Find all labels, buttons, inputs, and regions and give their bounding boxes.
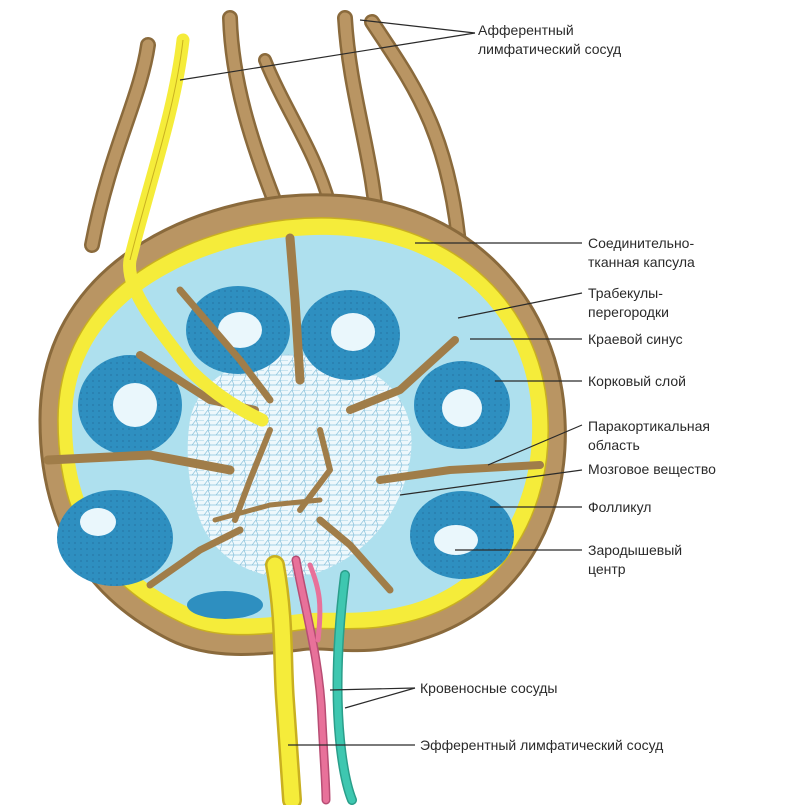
capsule-label-line1: Соединительно- bbox=[588, 235, 695, 251]
afferent-label-line2: лимфатический сосуд bbox=[478, 41, 622, 57]
afferent-vessel-label: Афферентный лимфатический сосуд bbox=[478, 21, 621, 59]
cortex-label: Корковый слой bbox=[588, 373, 686, 389]
germinal-center bbox=[218, 312, 262, 348]
germinal-center-label-line2: центр bbox=[588, 561, 626, 577]
trabeculae-label-line2: перегородки bbox=[588, 304, 669, 320]
afferent-label-line1: Афферентный bbox=[478, 22, 574, 38]
hilum-vessels bbox=[265, 555, 357, 805]
leader-lines bbox=[179, 19, 583, 746]
paracortex-label-line2: область bbox=[588, 437, 640, 453]
capsule-label-line2: тканная капсула bbox=[588, 254, 695, 270]
trabeculae-label: Трабекулы- перегородки bbox=[588, 284, 669, 322]
germinal-center bbox=[331, 313, 375, 351]
germinal-center bbox=[80, 508, 116, 536]
germinal-center-label-line1: Зародышевый bbox=[588, 542, 683, 558]
afferent-vessels bbox=[84, 10, 468, 263]
germinal-center bbox=[113, 383, 157, 427]
germinal-center bbox=[442, 389, 482, 427]
capsule-label: Соединительно- тканная капсула bbox=[588, 234, 695, 272]
efferent-vessel-label: Эфферентный лимфатический сосуд bbox=[420, 737, 664, 753]
follicles bbox=[57, 286, 514, 619]
trabeculae-label-line1: Трабекулы- bbox=[588, 285, 663, 301]
germinal-center-label: Зародышевый центр bbox=[588, 541, 682, 579]
germinal-center bbox=[434, 525, 478, 555]
medulla-label: Мозговое вещество bbox=[588, 461, 716, 477]
follicle-label: Фолликул bbox=[588, 499, 652, 515]
marginal-sinus-label: Краевой синус bbox=[588, 331, 683, 347]
paracortex-label: Паракортикальная область bbox=[588, 417, 710, 455]
blood-vessels-label: Кровеносные сосуды bbox=[420, 680, 558, 696]
paracortex-label-line1: Паракортикальная bbox=[588, 418, 710, 434]
